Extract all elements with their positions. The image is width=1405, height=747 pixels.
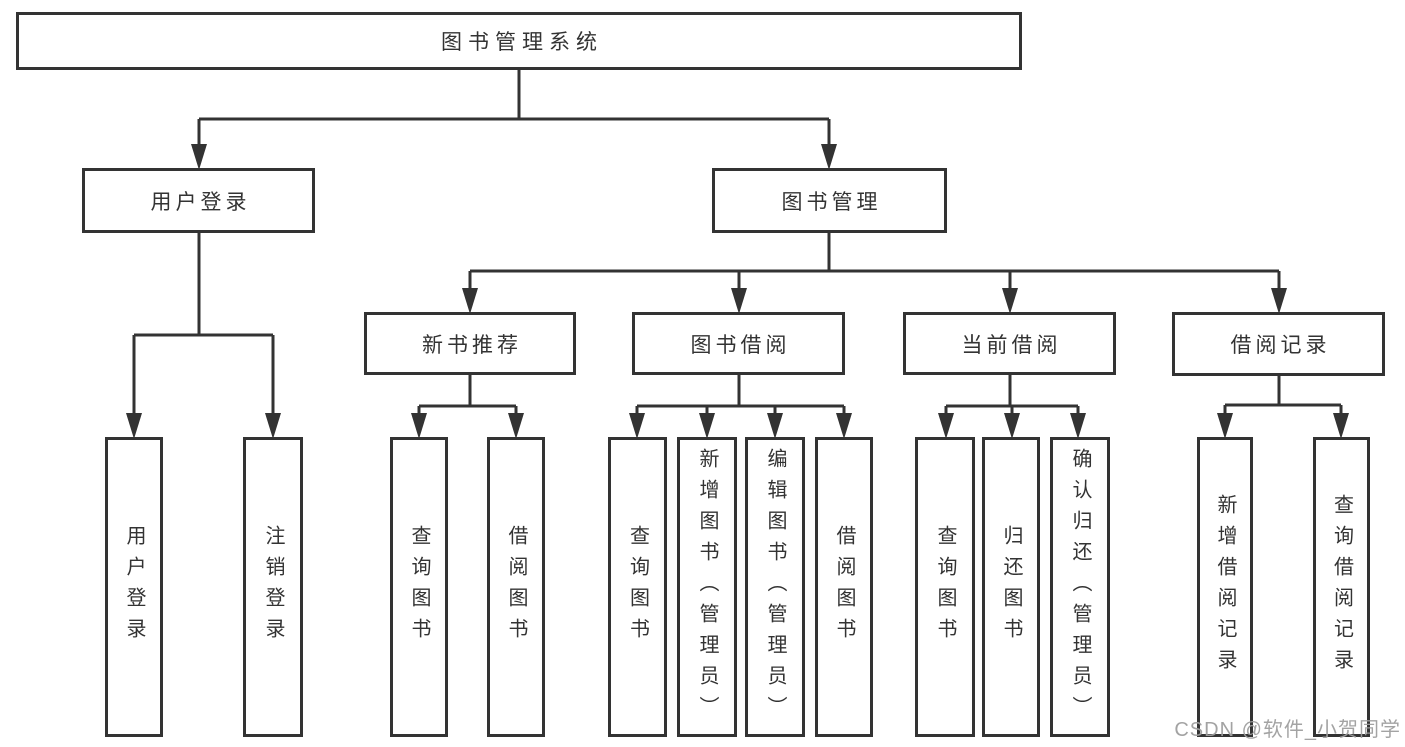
node-current-borrowing: 当前借阅 — [903, 312, 1116, 375]
connector-new-book-recommend-group — [417, 375, 518, 418]
connector-current-borrowing-group — [944, 375, 1080, 418]
node-user-login: 用户登录 — [82, 168, 315, 233]
leaf-borrowing-query-books-label: 查询图书 — [626, 525, 649, 649]
leaf-user-login-action: 用户登录 — [105, 437, 163, 737]
connector-user-login-group — [132, 233, 275, 418]
arrowheads — [126, 144, 1349, 439]
leaf-records-add-record-label: 新增借阅记录 — [1214, 494, 1236, 680]
leaf-records-add-record: 新增借阅记录 — [1197, 437, 1253, 737]
leaf-current-confirm-return-admin: 确认归还（管理员） — [1050, 437, 1110, 737]
node-borrowing-records-label: 借阅记录 — [1230, 334, 1331, 357]
leaf-borrowing-edit-books-admin-label: 编辑图书（管理员） — [764, 447, 786, 727]
connector-root-to-level2 — [197, 70, 831, 150]
node-new-book-recommend: 新书推荐 — [364, 312, 576, 375]
node-book-borrowing: 图书借阅 — [632, 312, 845, 375]
node-current-borrowing-label: 当前借阅 — [961, 333, 1062, 357]
leaf-recommend-query-books: 查询图书 — [390, 437, 448, 737]
leaf-recommend-borrow-books-label: 借阅图书 — [505, 525, 527, 649]
connector-borrowing-records-group — [1223, 376, 1343, 418]
leaf-current-query-books: 查询图书 — [915, 437, 975, 737]
leaf-recommend-query-books-label: 查询图书 — [408, 525, 430, 649]
node-root-system: 图书管理系统 — [16, 12, 1022, 70]
leaf-records-query-record: 查询借阅记录 — [1313, 437, 1370, 737]
leaf-borrowing-add-books-admin: 新增图书（管理员） — [677, 437, 737, 737]
leaf-logout: 注销登录 — [243, 437, 303, 737]
leaf-borrowing-edit-books-admin: 编辑图书（管理员） — [745, 437, 805, 737]
connector-book-management-to-level3 — [468, 233, 1281, 293]
leaf-current-return-books: 归还图书 — [982, 437, 1040, 737]
leaf-records-query-record-label: 查询借阅记录 — [1330, 494, 1353, 680]
connector-book-borrowing-group — [635, 375, 846, 418]
leaf-user-login-action-label: 用户登录 — [123, 525, 145, 649]
watermark: CSDN @软件_小贺同学 — [1174, 719, 1401, 741]
leaf-logout-label: 注销登录 — [262, 525, 284, 649]
leaf-borrowing-query-books: 查询图书 — [608, 437, 667, 737]
leaf-recommend-borrow-books: 借阅图书 — [487, 437, 545, 737]
leaf-borrowing-borrow-books-label: 借阅图书 — [833, 525, 855, 649]
leaf-current-query-books-label: 查询图书 — [934, 525, 956, 649]
leaf-borrowing-borrow-books: 借阅图书 — [815, 437, 873, 737]
node-book-borrowing-label: 图书借阅 — [690, 333, 791, 357]
leaf-borrowing-add-books-admin-label: 新增图书（管理员） — [696, 447, 718, 727]
leaf-current-return-books-label: 归还图书 — [1000, 525, 1022, 649]
node-root-system-label: 图书管理系统 — [441, 31, 603, 54]
node-new-book-recommend-label: 新书推荐 — [422, 333, 522, 357]
node-borrowing-records: 借阅记录 — [1172, 312, 1385, 376]
node-user-login-label: 用户登录 — [150, 190, 251, 214]
node-book-management: 图书管理 — [712, 168, 947, 233]
leaf-current-confirm-return-admin-label: 确认归还（管理员） — [1069, 447, 1091, 727]
node-book-management-label: 图书管理 — [781, 190, 882, 214]
